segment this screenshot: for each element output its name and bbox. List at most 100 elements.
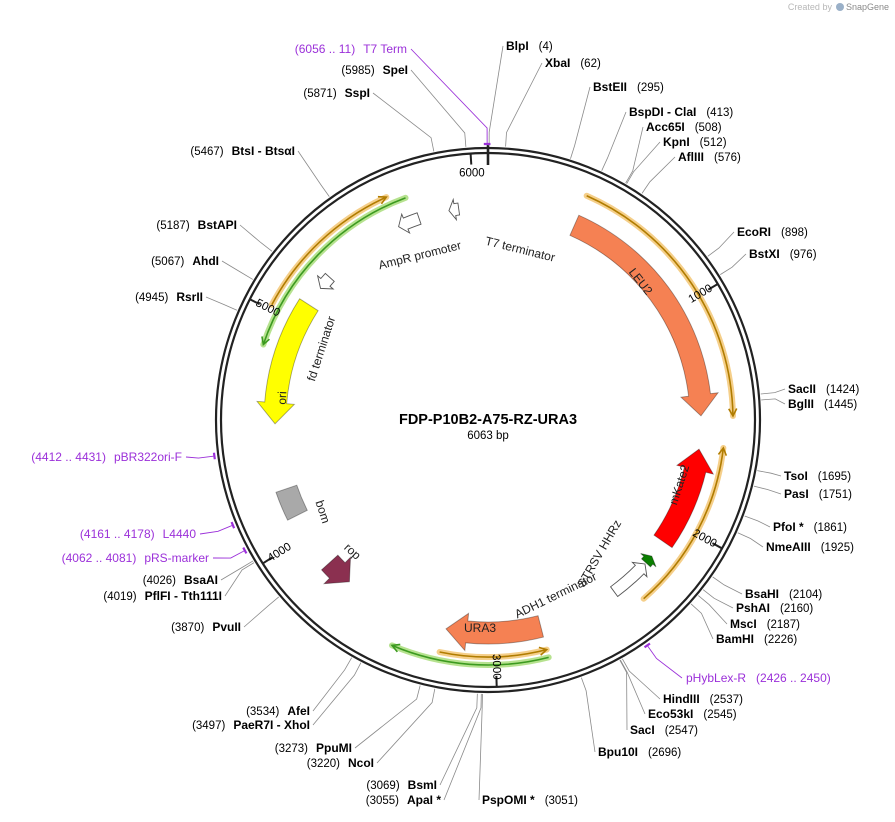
site-btsi-bts-i: BtsI - BtsαI (5467) — [190, 144, 295, 158]
site-xbai: XbaI(62) — [545, 56, 601, 70]
site-leader-bpu10i — [580, 677, 596, 753]
site-leader-bsahi — [712, 576, 743, 595]
site-leader-hindiii — [621, 658, 661, 700]
site-ppumi: PpuMI(3273) — [275, 741, 352, 755]
site-position: (3069) — [366, 780, 399, 792]
site-name: SacI — [630, 723, 655, 737]
site-position: (5467) — [190, 146, 223, 158]
credit-prefix: Created by — [787, 2, 832, 12]
site-leader-paer7i-xhoi — [312, 662, 362, 726]
site-leader-apai — [443, 693, 482, 801]
tick-label-6000: 6000 — [459, 168, 485, 180]
site-sacii: SacII(1424) — [788, 382, 859, 396]
site-pshai: PshAI(2160) — [736, 601, 813, 615]
primer-leader-phyblex-r — [647, 645, 683, 679]
site-leader-btsi-bts-i — [297, 150, 330, 197]
site-leader-kpni — [626, 141, 661, 184]
site-leader-ppumi — [354, 685, 421, 749]
feature-adh1-terminator — [609, 561, 648, 598]
site-rsrii: RsrII(4945) — [135, 290, 203, 304]
site-msci: MscI(2187) — [730, 617, 800, 631]
primer-position: (4062 .. 4081) — [62, 551, 137, 565]
orf-arrowhead-5 — [377, 195, 388, 205]
site-name: HindIII — [663, 692, 700, 706]
feature-bom — [275, 484, 308, 521]
snapgene-logo-icon — [835, 3, 844, 11]
site-name: NmeAIII — [766, 540, 811, 554]
site-leader-sacii — [760, 388, 786, 395]
feature-label-ura3: URA3 — [464, 621, 496, 635]
site-afliii: AflIII (576) — [678, 150, 741, 164]
site-name: PvuII — [212, 620, 241, 634]
feature-ampr-promoter — [398, 212, 422, 235]
site-name: BstAPI — [198, 218, 237, 232]
site-position: (4026) — [143, 575, 176, 587]
feature-rop — [320, 554, 352, 585]
primer-t7-term: T7 Term(6056 .. 11) — [295, 42, 407, 56]
site-name: AflIII — [678, 150, 704, 164]
site-position: (1925) — [821, 542, 854, 554]
site-name: BstEII — [593, 80, 627, 94]
site-position: (3497) — [192, 720, 225, 732]
orf-arrowhead-3 — [538, 646, 549, 656]
site-name: PspOMI * — [482, 793, 535, 807]
site-name: PfoI * — [773, 520, 804, 534]
site-name: PpuMI — [316, 741, 352, 755]
site-bsahi: BsaHI(2104) — [745, 587, 822, 601]
primer-mark-prs-marker — [242, 547, 248, 554]
site-paer7i-xhoi: PaeR7I - XhoI (3497) — [192, 718, 310, 732]
site-leader-pasi — [753, 485, 782, 495]
feature-mkate2 — [653, 448, 715, 549]
feature-ura3 — [445, 612, 545, 652]
site-position: (3870) — [171, 622, 204, 634]
site-leader-bsteii — [570, 86, 591, 159]
site-leader-ahdi — [221, 260, 253, 280]
site-position: (2160) — [780, 603, 813, 615]
tick-mark-4000 — [262, 556, 273, 565]
orf-line-3 — [439, 648, 547, 658]
feature-label-ori: ori — [275, 391, 289, 405]
site-name: BstXI — [749, 247, 780, 261]
site-pvuii: PvuII (3870) — [171, 620, 241, 634]
site-apai: ApaI *(3055) — [366, 793, 442, 807]
site-position: (1424) — [826, 384, 859, 396]
site-position: (2545) — [703, 709, 736, 721]
site-leader-xbai — [505, 62, 543, 147]
site-ecori: EcoRI (898) — [737, 225, 808, 239]
tick-mark-5000 — [249, 298, 261, 306]
site-position: (576) — [714, 152, 741, 164]
site-name: PaeR7I - XhoI — [233, 718, 310, 732]
site-leader-nmeaiii — [737, 532, 764, 548]
site-name: BtsI - BtsαI — [232, 144, 295, 158]
orf-arrowhead-2 — [390, 643, 401, 653]
site-name: RsrII — [176, 290, 203, 304]
site-leader-afei — [312, 657, 353, 712]
site-leader-bstxi — [720, 253, 747, 275]
orf-layer — [260, 192, 738, 668]
primer-layer: T7 Term(6056 .. 11)pHybLex-R(2426 .. 245… — [31, 42, 831, 685]
site-leader-pflfi-tth111i — [224, 562, 255, 597]
site-bstxi: BstXI(976) — [749, 247, 817, 261]
site-leader-pspomi — [478, 693, 483, 801]
primer-name: pBR322ori-F — [114, 450, 182, 464]
site-leader-tsoi — [757, 470, 782, 477]
tick-mark-2000 — [711, 542, 723, 550]
primer-mark-pbr322ori-f — [212, 452, 216, 460]
feature-label-adh1-terminator: ADH1 terminator — [512, 569, 598, 621]
primer-position: (2426 .. 2450) — [756, 671, 831, 685]
site-position: (898) — [781, 227, 808, 239]
feature-label-t7-terminator: T7 terminator — [484, 234, 557, 265]
feature-fd-terminator — [316, 272, 335, 290]
site-leader-pvuii — [243, 596, 280, 628]
site-leader-ncoi — [376, 688, 436, 764]
site-position: (512) — [700, 137, 727, 149]
tick-mark-1000 — [707, 283, 719, 291]
site-name: BsaAI — [184, 573, 218, 587]
site-name: EcoRI — [737, 225, 771, 239]
site-position: (3055) — [366, 795, 399, 807]
site-leader-ecori — [707, 231, 735, 257]
site-pfoi: PfoI *(1861) — [773, 520, 847, 534]
site-position: (2696) — [648, 747, 681, 759]
